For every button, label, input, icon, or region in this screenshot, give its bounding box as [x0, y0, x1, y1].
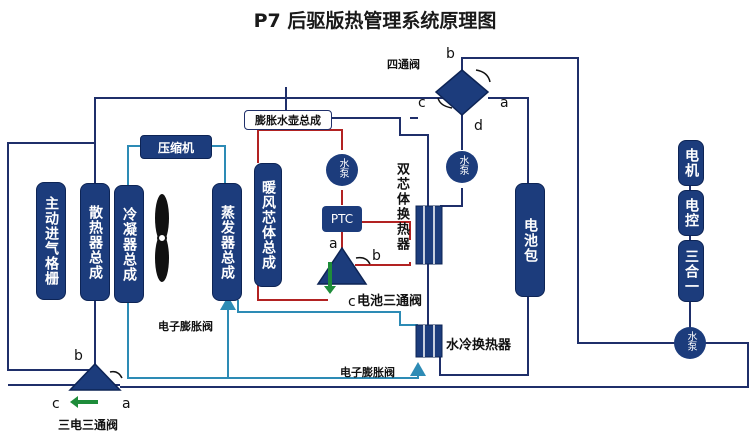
four-way-valve-label: 四通阀 [387, 58, 420, 71]
four-way-port-a: a [500, 95, 509, 111]
controller-box: 电控 [678, 190, 704, 236]
exv-front-label: 电子膨胀阀 [158, 320, 213, 333]
motor-valve-port-a: a [122, 396, 131, 412]
dual-core-label: 双芯体换热器 [394, 162, 409, 252]
compressor-box: 压缩机 [140, 135, 212, 159]
evaporator-box: 蒸发器总成 [212, 183, 242, 301]
three-in-one-box: 三合一 [678, 240, 704, 302]
battery-three-way-valve [316, 246, 371, 294]
chiller-exchanger [415, 324, 443, 358]
motor-three-way-valve-label: 三电三通阀 [58, 418, 119, 432]
expansion-tank-box: 膨胀水壶总成 [244, 110, 332, 130]
pump-motor-circle [674, 327, 706, 359]
radiator-box: 散热器总成 [80, 183, 110, 301]
battery-valve-port-b: b [372, 248, 381, 264]
four-way-port-b: b [446, 46, 455, 62]
battery-valve-port-c: c [348, 294, 356, 310]
exv-front-valve [220, 296, 236, 310]
grille-box: 主动进气格栅 [36, 182, 66, 300]
motor-three-way-valve [68, 362, 123, 408]
motor-valve-port-c: c [52, 396, 60, 412]
battery-three-way-valve-label: 电池三通阀 [357, 294, 423, 309]
pump-battery-circle [446, 151, 478, 183]
exv-chiller-valve [410, 362, 426, 376]
chiller-label: 水冷换热器 [446, 338, 512, 353]
exv-chiller-label: 电子膨胀阀 [340, 366, 395, 379]
motor-valve-port-b: b [74, 348, 83, 364]
battery-pack-box: 电池包 [515, 183, 545, 297]
diagram-title: P7 后驱版热管理系统原理图 [253, 10, 497, 32]
fan-icon [155, 194, 169, 282]
four-way-valve [434, 69, 491, 117]
coolant-lines [7, 57, 749, 388]
heater-lines [257, 129, 411, 301]
motor-box: 电机 [678, 140, 704, 186]
pump-motor-label: 水泵 [685, 331, 696, 351]
four-way-port-c: c [418, 95, 426, 111]
battery-valve-port-a: a [329, 236, 338, 252]
condenser-box: 冷凝器总成 [114, 185, 144, 303]
heater-core-box: 暖风芯体总成 [254, 163, 282, 287]
pump-heater-circle [326, 154, 358, 186]
four-way-port-d: d [474, 118, 483, 134]
pump-battery-label: 水泵 [457, 155, 468, 175]
dual-core-exchanger [415, 205, 443, 265]
pump-heater-label: 水泵 [337, 158, 348, 178]
ptc-box: PTC [322, 206, 362, 232]
